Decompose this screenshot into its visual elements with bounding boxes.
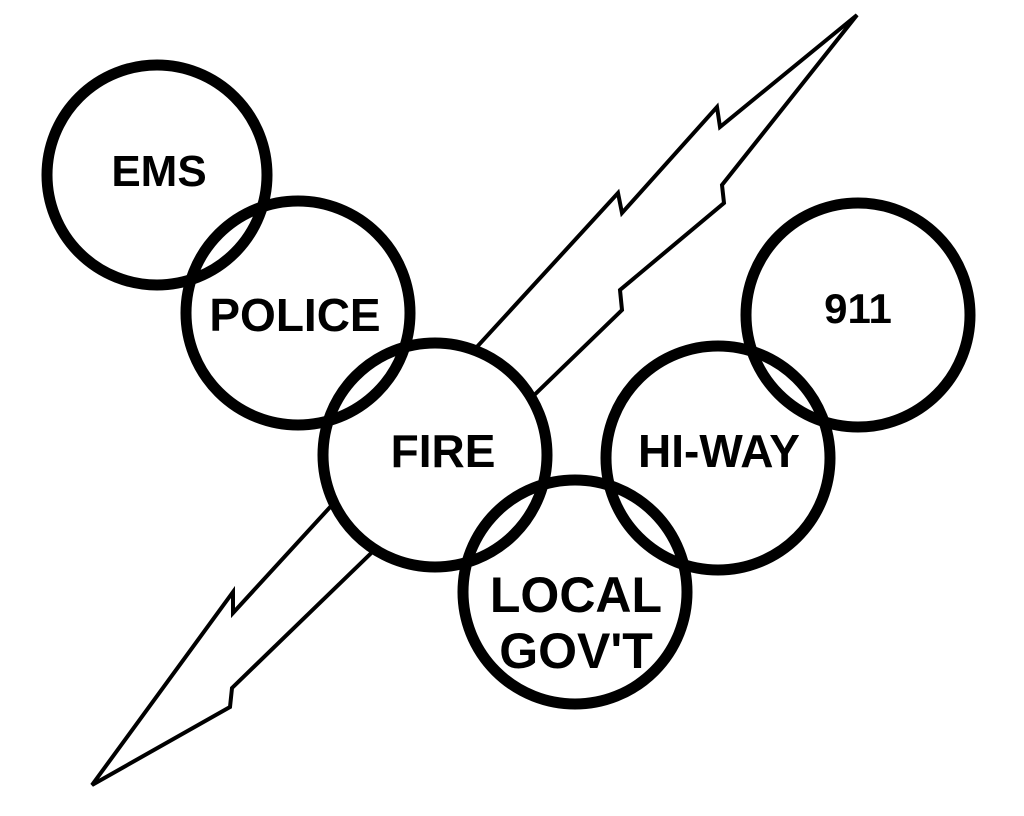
label-911: 911 [824, 285, 892, 332]
circle-911 [740, 197, 976, 433]
label-fire: FIRE [391, 425, 496, 477]
label-ems: EMS [111, 147, 206, 196]
label-hi-way: HI-WAY [638, 425, 800, 477]
label-govt: GOV'T [499, 623, 653, 679]
label-local: LOCAL [490, 567, 662, 623]
circle-fire [317, 337, 553, 573]
circle-hi-way [600, 340, 836, 576]
circle-ems [41, 59, 273, 291]
circle-police [180, 195, 416, 431]
circle-local-govt [457, 474, 693, 710]
label-police: POLICE [209, 289, 380, 341]
